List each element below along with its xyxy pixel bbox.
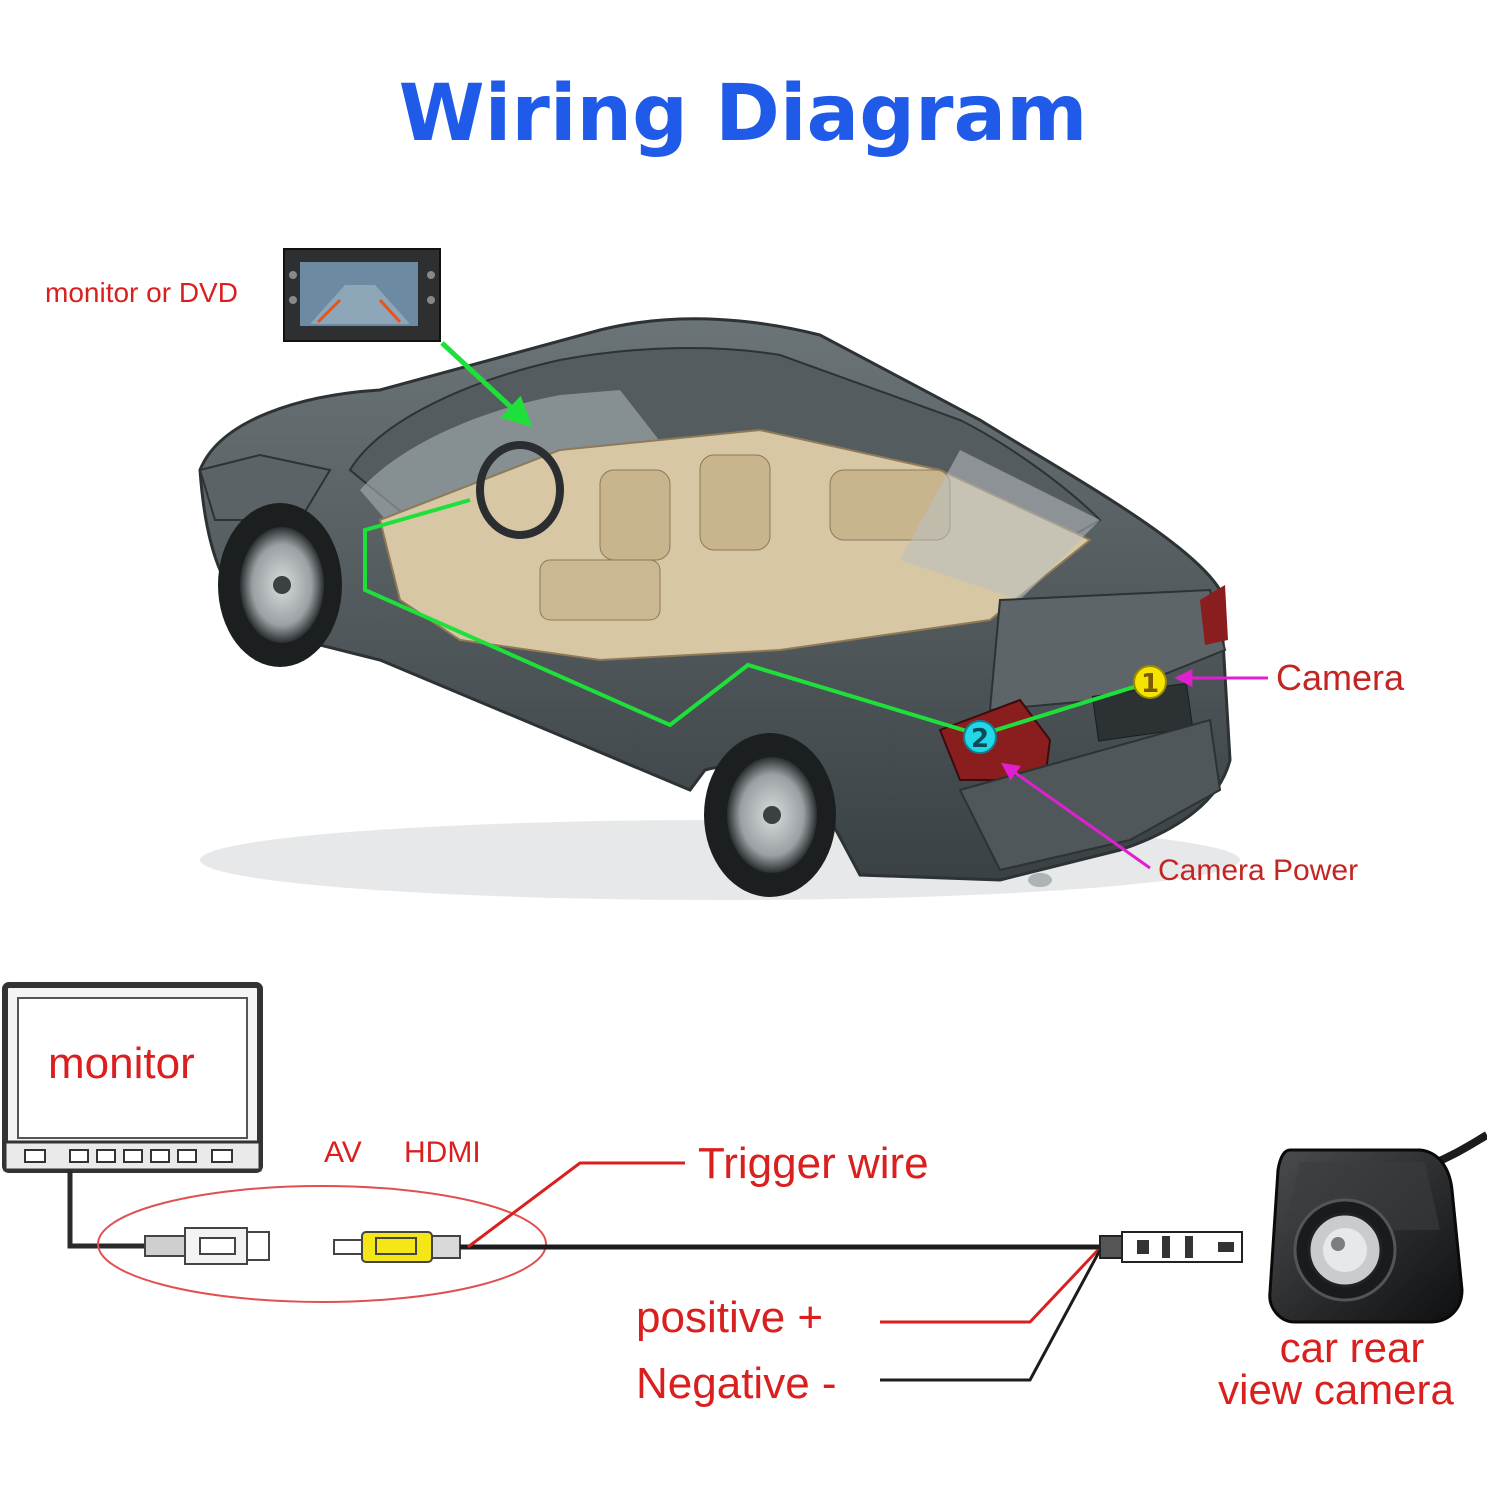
trigger-wire — [467, 1161, 685, 1249]
hdmi-connector — [144, 1227, 270, 1265]
monitor-or-dvd-label: monitor or DVD — [45, 277, 238, 308]
av-label: AV — [324, 1136, 362, 1169]
av-connector — [333, 1231, 461, 1263]
monitor-device — [2, 982, 263, 1173]
hdmi-label: HDMI — [404, 1136, 481, 1169]
page-title: Wiring Diagram — [399, 69, 1088, 159]
positive-label: positive + — [636, 1293, 823, 1342]
camera-connector — [1099, 1231, 1243, 1263]
car-rear-camera-label-line2: view camera — [1218, 1366, 1454, 1413]
positive-wire — [880, 1248, 1100, 1324]
monitor-label: monitor — [48, 1039, 195, 1088]
camera-power-pointer — [1001, 762, 1151, 870]
car-illustration — [198, 317, 1240, 900]
trigger-wire-label: Trigger wire — [698, 1139, 929, 1188]
front-wheel — [218, 503, 342, 667]
camera-marker: 1 — [1133, 665, 1167, 699]
connectors-highlight — [97, 1185, 547, 1303]
camera-power-label: Camera Power — [1158, 854, 1358, 887]
camera-label: Camera — [1276, 657, 1405, 698]
negative-wire — [880, 1249, 1102, 1382]
green-arrow-dvd — [440, 341, 533, 428]
dvd-monitor-thumbnail — [283, 248, 441, 342]
svg-text:2: 2 — [971, 724, 989, 754]
svg-text:1: 1 — [1141, 669, 1159, 699]
monitor-cable — [67, 1170, 145, 1249]
power-marker: 2 — [963, 720, 997, 754]
rear-view-camera — [1268, 1131, 1487, 1324]
car-rear-camera-label-line1: car rear — [1280, 1324, 1425, 1371]
rear-wheel — [704, 733, 836, 897]
negative-label: Negative - — [636, 1359, 837, 1408]
